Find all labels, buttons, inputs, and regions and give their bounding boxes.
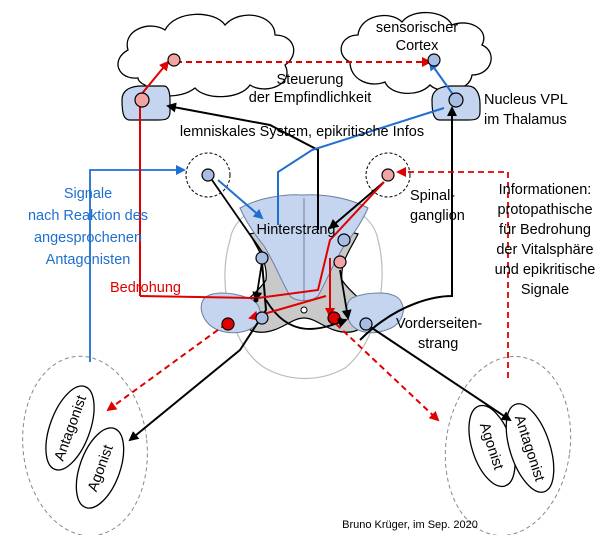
pathway-blue-signals-left bbox=[89, 165, 186, 362]
neuron-thalamus-left bbox=[134, 92, 150, 108]
neuron-ventral-right-red bbox=[327, 311, 341, 325]
label-hinterstrang: Hinterstrang bbox=[257, 222, 336, 238]
neuron-ganglion-right bbox=[381, 168, 395, 182]
label-info-line6: Signale bbox=[521, 282, 569, 298]
label-cortex-line1: sensorischer bbox=[376, 20, 458, 36]
neuron-dorsal-horn-right-blue bbox=[337, 233, 351, 247]
central-canal bbox=[300, 306, 308, 314]
left-agonist-muscle bbox=[75, 427, 125, 509]
pathway-blue-ganglion-to-hinterstrang bbox=[217, 179, 264, 220]
pathway-left-motor bbox=[128, 261, 268, 442]
pathway-red-dashed-left-motor bbox=[106, 323, 227, 412]
pathway-right-ganglion-to-hinterstrang bbox=[328, 181, 385, 230]
neuron-dorsal-horn-left bbox=[255, 251, 269, 265]
pathway-left-internal bbox=[252, 261, 263, 302]
pathway-red-dashed-right-motor bbox=[335, 323, 440, 422]
junction-dot-left bbox=[253, 297, 259, 303]
pathway-red-bedrohung-horizontal bbox=[139, 181, 385, 300]
neuron-cortex-right bbox=[427, 53, 441, 67]
label-info-line1: Informationen: bbox=[499, 182, 592, 198]
label-spinalganglion-line1: Spinal- bbox=[410, 188, 455, 204]
neuron-thalamus-right bbox=[448, 92, 464, 108]
pathway-blue-lemniscal-to-thalamus bbox=[277, 107, 445, 225]
label-info-line4: der Vitalsphäre bbox=[496, 242, 593, 258]
label-signale-line2: nach Reaktion des bbox=[28, 208, 148, 224]
label-signale-line1: Signale bbox=[64, 186, 112, 202]
neuron-ganglion-left bbox=[201, 168, 215, 182]
junction-dot-right bbox=[337, 317, 343, 323]
label-signale-line3: angesprochenen bbox=[34, 230, 142, 246]
right-antagonist-muscle bbox=[505, 403, 555, 493]
left-antagonist-muscle bbox=[45, 385, 95, 471]
neuron-ventral-left-red bbox=[221, 317, 235, 331]
pathway-red-dashed-info bbox=[396, 167, 509, 378]
pathway-right-internal bbox=[339, 269, 352, 320]
pathway-right-motor bbox=[365, 323, 512, 422]
neuron-dorsal-horn-right-pink bbox=[333, 255, 347, 269]
neuron-cortex-left bbox=[167, 53, 181, 67]
neuron-ventral-right-blue bbox=[359, 317, 373, 331]
label-thalamus-line2: im Thalamus bbox=[484, 112, 567, 128]
label-bedrohung: Bedrohung bbox=[110, 280, 181, 296]
label-info-line3: für Bedrohung bbox=[499, 222, 591, 238]
right-cortex-cloud bbox=[340, 11, 492, 94]
label-info-line2: protopathische bbox=[497, 202, 592, 218]
pathway-blue-steuerung bbox=[428, 60, 455, 97]
pathway-left-ganglion-to-horn bbox=[211, 179, 263, 253]
label-steuerung-line2: der Empfindlichkeit bbox=[249, 90, 372, 106]
label-spinalganglion-line2: ganglion bbox=[410, 208, 465, 224]
label-vorderseitenstrang-line2: strang bbox=[418, 336, 458, 352]
label-cortex-line2: Cortex bbox=[396, 38, 439, 54]
label-thalamus-line1: Nucleus VPL bbox=[484, 92, 568, 108]
label-vorderseitenstrang-line1: Vorderseiten- bbox=[396, 316, 482, 332]
neuron-ventral-left-blue bbox=[255, 311, 269, 325]
left-cortex-cloud bbox=[117, 13, 295, 98]
label-lemniskal: lemniskales System, epikritische Infos bbox=[180, 124, 424, 140]
label-steuerung-line1: Steuerung bbox=[277, 72, 344, 88]
pathway-lemniscal-left bbox=[166, 102, 319, 230]
label-signale-line4: Antagonisten bbox=[46, 252, 131, 268]
credit-text: Bruno Krüger, im Sep. 2020 bbox=[342, 519, 478, 531]
label-info-line5: und epikritische bbox=[495, 262, 596, 278]
pathway-dorsal-ascending-right bbox=[359, 106, 457, 341]
